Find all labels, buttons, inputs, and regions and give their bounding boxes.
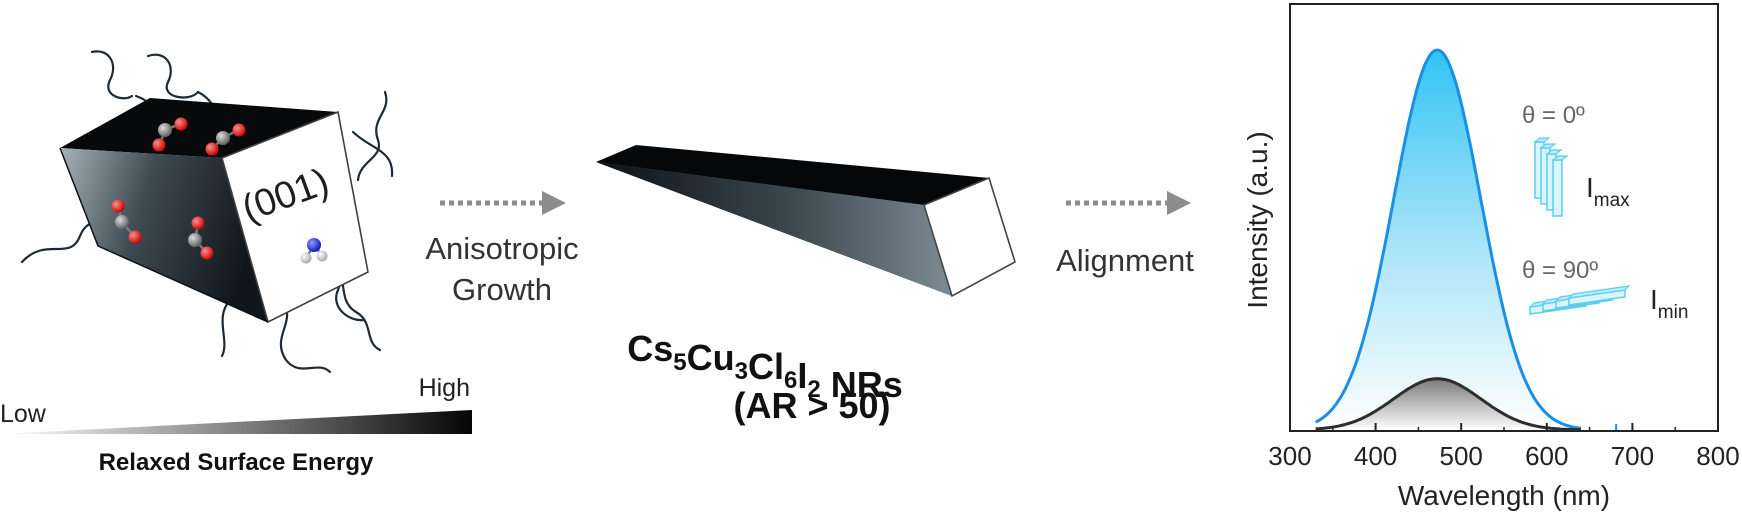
energy-high-label: High [419,374,470,402]
x-tick-label: 800 [1696,441,1739,471]
alignment-label: Alignment [1056,243,1194,278]
cube-side-face [60,148,268,322]
spectrum-fill-min [1315,378,1581,430]
formula-part: Cu [687,337,735,378]
theta-90-label: θ = 90º [1522,257,1598,284]
x-axis-label: Wavelength (nm) [1398,480,1610,511]
oxygen-atom [111,199,125,213]
formula-part: Cl [748,346,784,387]
spectrum-line-max [1314,48,1582,430]
cube-edge [59,147,269,323]
amine-group [300,238,328,264]
spectrum-line-min [1315,377,1582,432]
x-tick-label: 400 [1354,441,1397,471]
nitrogen-atom [307,238,321,252]
vertical-nanorods-icon [1533,137,1569,217]
hydrogen-atom [300,252,312,264]
oxygen-atom [232,123,246,137]
formula-subscript: 3 [735,358,748,385]
carbon-atom [216,131,230,145]
cube-end-face [221,110,369,324]
i-max-label: Imax [1586,172,1630,211]
growth-arrow-head [542,191,566,215]
nanorod-shape [596,145,1016,298]
oxygen-atom [191,216,205,230]
carboxylate-atoms [111,117,246,260]
carbon-atom [188,233,202,247]
carbon-atom [115,215,129,229]
oxygen-atom [205,142,219,156]
growth-label-line1: Anisotropic [425,231,578,266]
horizontal-nanorods-icon [1528,285,1631,315]
x-tick-label: 300 [1268,441,1311,471]
alignment-arrow-head [1167,191,1191,215]
formula-subscript: 6 [784,367,797,394]
nanorod-formula: Cs5Cu3Cl6I2 NRs [627,328,903,405]
i-min-label: Imin [1650,284,1688,323]
y-axis-label: Intensity (a.u.) [1242,131,1273,308]
formula-part: Cs [627,328,673,369]
hydrogen-atom [316,250,328,262]
carbon-atom [158,123,172,137]
x-tick-label: 700 [1611,441,1654,471]
energy-gradient-bar [0,410,472,434]
rod-front-face [596,162,952,296]
formula-subscript: 2 [807,376,820,403]
rod-end-face [923,176,1016,298]
oxygen-atom [200,246,214,260]
growth-label-line2: Growth [452,272,552,307]
nanorod-aspect-ratio: (AR > 50) [733,385,890,426]
crystal-cube [59,98,369,324]
theta-0-label: θ = 0º [1522,102,1585,129]
spectrum-fill-max [1315,50,1581,430]
formula-part: NRs [821,364,903,405]
rod-top-face [596,145,989,205]
oxygen-atom [174,117,188,131]
formula-subscript: 5 [673,349,686,376]
energy-caption: Relaxed Surface Energy [99,449,374,476]
energy-low-label: Low [0,400,47,428]
x-tick-label: 600 [1525,441,1568,471]
cube-top-face [60,98,338,158]
oxygen-atom [152,138,166,152]
oxygen-atom [128,230,142,244]
formula-part: I [797,355,807,396]
x-tick-label: 500 [1440,441,1483,471]
